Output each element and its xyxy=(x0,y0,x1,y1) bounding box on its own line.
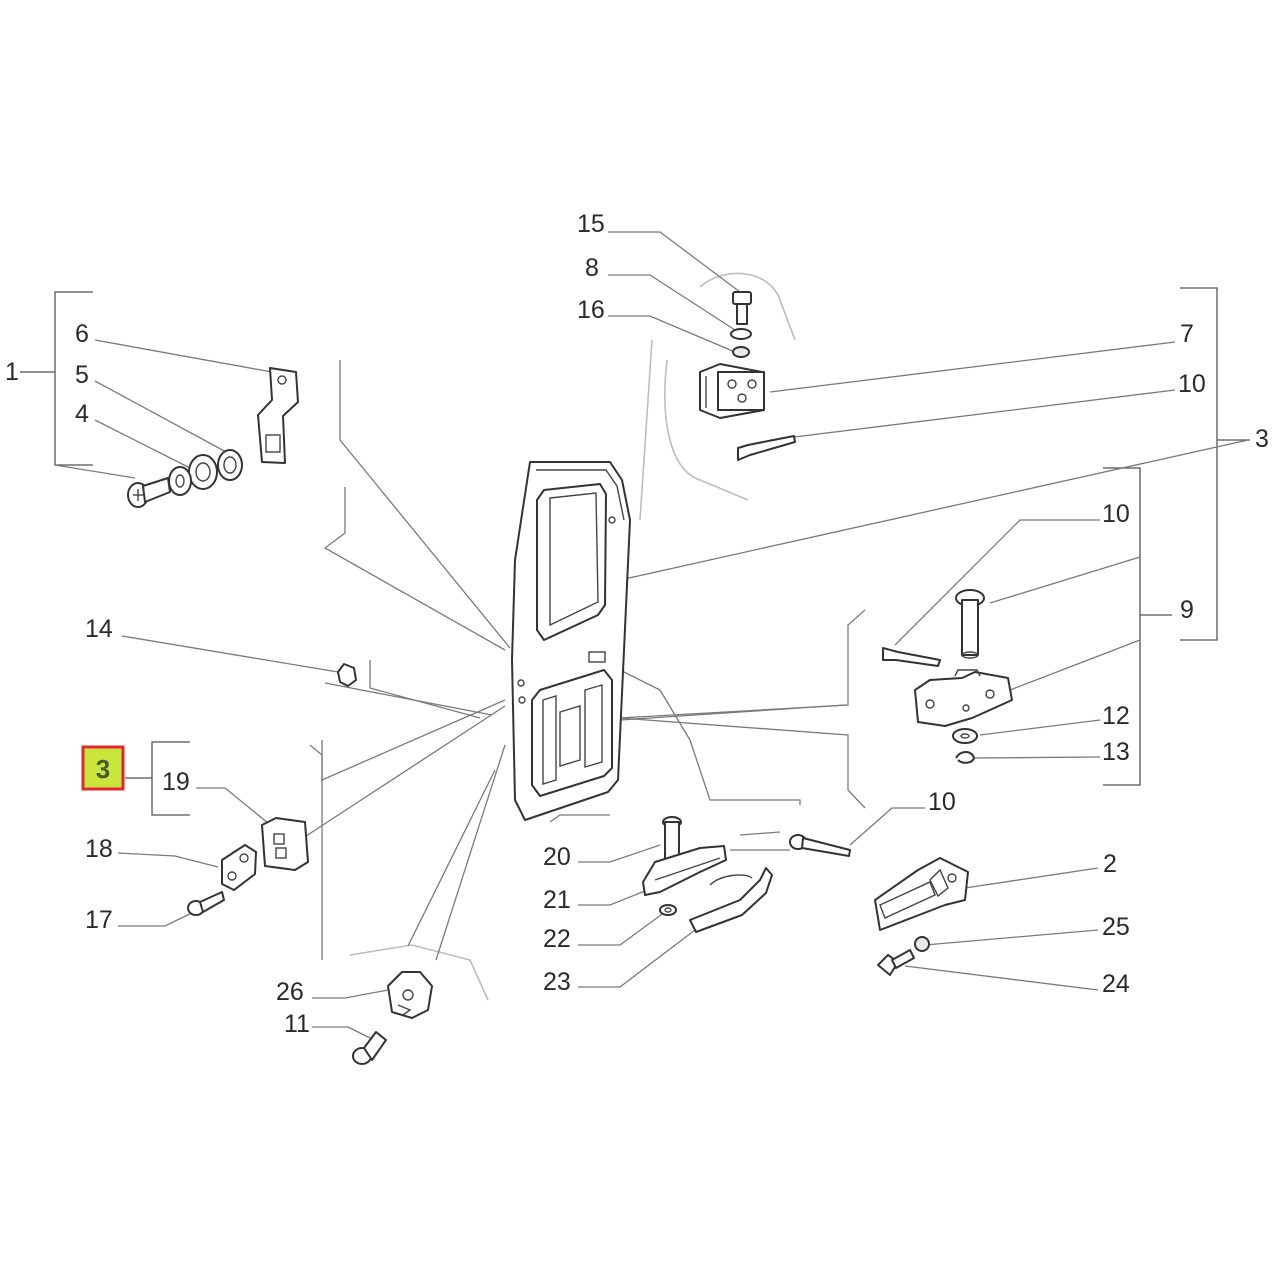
callout-19: 19 xyxy=(162,768,190,796)
part-25-washer xyxy=(914,936,930,952)
callout-13: 13 xyxy=(1102,738,1130,766)
callout-1: 1 xyxy=(5,358,19,386)
part-15-bolt xyxy=(732,291,752,325)
part-10-upper-bolt xyxy=(737,435,796,461)
callout-8: 8 xyxy=(585,254,599,282)
vehicle-outline-ghost xyxy=(349,272,796,1001)
callout-4: 4 xyxy=(75,400,89,428)
callout-11: 11 xyxy=(284,1010,310,1038)
callout-16: 16 xyxy=(577,296,605,324)
callout-9: 9 xyxy=(1180,596,1194,624)
group-bracket-1 xyxy=(20,291,93,466)
callout-26: 26 xyxy=(276,978,304,1006)
callout-15: 15 xyxy=(577,210,605,238)
part-14-grommet xyxy=(337,663,357,687)
callout-3-right: 3 xyxy=(1255,425,1269,453)
callout-10-bottom: 10 xyxy=(928,788,956,816)
part-washer-small xyxy=(168,466,192,496)
callout-17: 17 xyxy=(85,906,113,934)
part-11-screw xyxy=(352,1031,387,1065)
callout-21: 21 xyxy=(543,886,571,914)
part-20-pin xyxy=(662,816,682,863)
group-bracket-3-left xyxy=(125,741,190,816)
part-13-clip xyxy=(955,751,976,764)
part-4-washer xyxy=(188,454,218,490)
group-bracket-3-right xyxy=(1180,287,1250,641)
callout-20: 20 xyxy=(543,843,571,871)
callout-5: 5 xyxy=(75,361,89,389)
rear-door-panel xyxy=(511,461,631,821)
part-21-bracket xyxy=(642,845,727,896)
callout-10-top: 10 xyxy=(1178,370,1206,398)
callout-24: 24 xyxy=(1102,970,1130,998)
callout-2: 2 xyxy=(1103,850,1117,878)
part-18-plate xyxy=(221,844,257,891)
part-19-latch-cover xyxy=(261,817,309,871)
part-24-bolt xyxy=(877,949,915,976)
part-23-strap xyxy=(689,867,773,933)
part-10-right-bolt xyxy=(882,647,941,667)
highlight-label[interactable]: 3 xyxy=(96,754,110,784)
callout-18: 18 xyxy=(85,835,113,863)
part-5-nut xyxy=(217,449,243,481)
callout-7: 7 xyxy=(1180,320,1194,348)
callout-labels: 1 6 5 4 15 8 16 7 10 3 10 9 12 13 14 19 … xyxy=(5,210,1269,1038)
part-16-washer xyxy=(732,346,750,358)
callout-10-right: 10 xyxy=(1102,500,1130,528)
part-10-lower-bolt xyxy=(789,834,851,857)
part-6-bracket xyxy=(257,367,299,464)
part-22-washer xyxy=(659,904,677,916)
part-8-washer xyxy=(730,328,752,340)
highlighted-part-callout[interactable]: 3 xyxy=(81,745,125,791)
part-screw-1 xyxy=(127,477,171,508)
part-26-striker xyxy=(387,971,433,1019)
part-9-hinge-body xyxy=(914,669,1013,727)
callout-6: 6 xyxy=(75,320,89,348)
part-2-lower-hinge xyxy=(874,857,969,931)
part-17-screw xyxy=(187,891,225,916)
callout-12: 12 xyxy=(1102,702,1130,730)
callout-25: 25 xyxy=(1102,913,1130,941)
callout-22: 22 xyxy=(543,925,571,953)
callout-14: 14 xyxy=(85,615,113,643)
leader-lines xyxy=(54,231,1249,1041)
part-hinge-pin xyxy=(955,589,985,659)
part-7-upper-hinge xyxy=(699,363,765,419)
callout-23: 23 xyxy=(543,968,571,996)
part-12-washer xyxy=(952,728,978,744)
highlight-box[interactable] xyxy=(81,745,125,791)
